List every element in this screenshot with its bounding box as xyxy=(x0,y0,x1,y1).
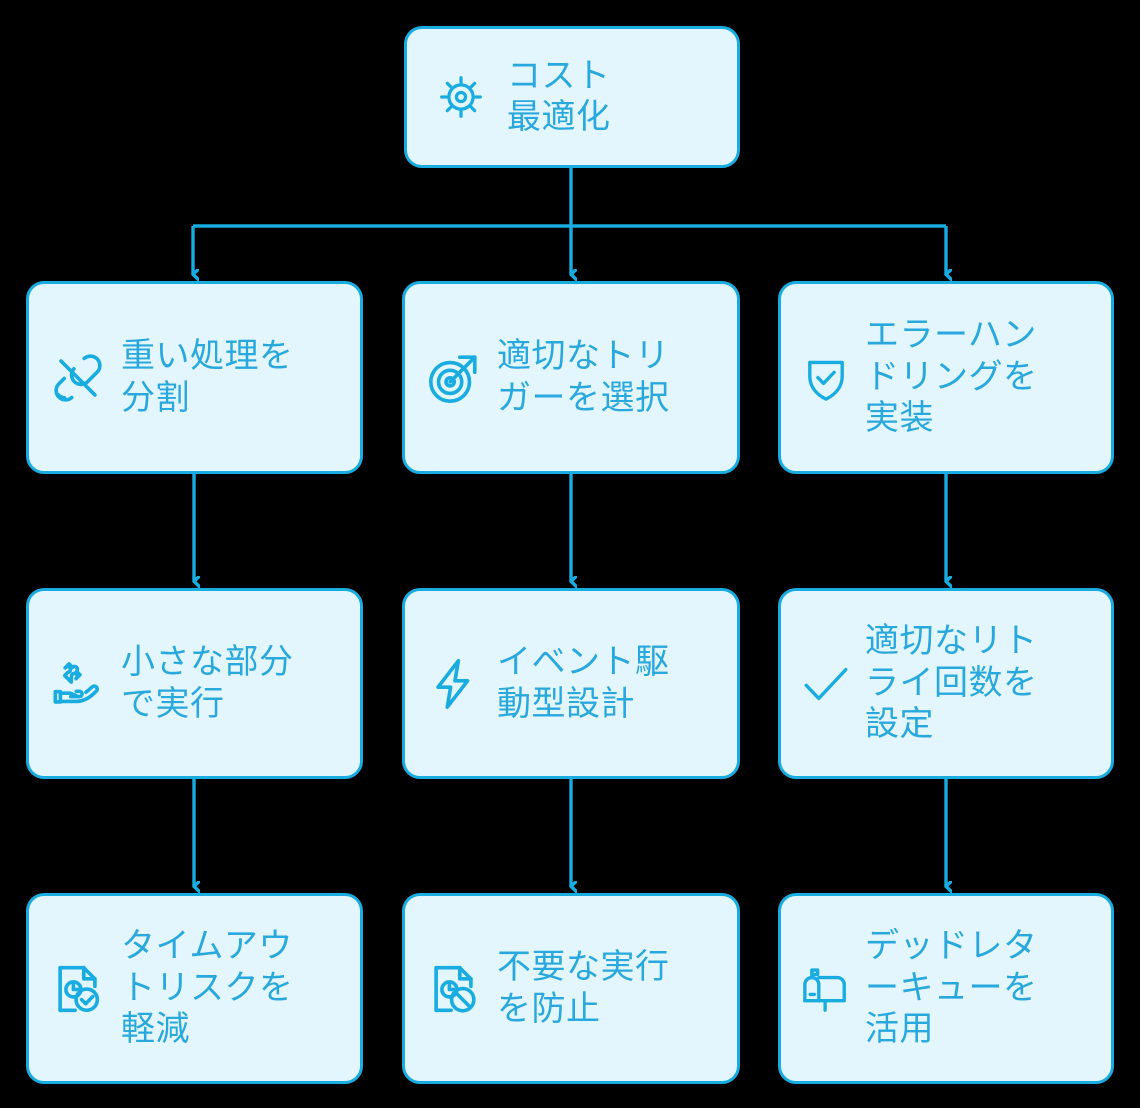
gear-sun-icon xyxy=(433,69,489,125)
node-label: 適切なリト ライ回数を 設定 xyxy=(865,621,1038,745)
node-c1r2[interactable]: 重い処理を 分割 xyxy=(26,281,363,474)
split-link-icon xyxy=(47,347,109,409)
node-label: イベント駆 動型設計 xyxy=(497,642,670,724)
node-c3r4[interactable]: デッドレタ ーキューを 活用 xyxy=(778,893,1114,1084)
checkmark-icon xyxy=(799,653,853,715)
target-arrow-icon xyxy=(423,347,485,409)
node-label: エラーハン ドリングを 実装 xyxy=(865,315,1038,439)
node-c1r4[interactable]: タイムアウ トリスクを 軽減 xyxy=(26,893,363,1084)
shield-check-icon xyxy=(799,347,853,409)
node-label: 不要な実行 を防止 xyxy=(497,947,670,1029)
node-label: 適切なトリ ガーを選択 xyxy=(497,336,670,418)
hand-puzzle-icon xyxy=(47,653,109,715)
node-root[interactable]: コスト 最適化 xyxy=(404,26,740,168)
lightning-bolt-icon xyxy=(423,653,485,715)
node-c2r4[interactable]: 不要な実行 を防止 xyxy=(402,893,740,1084)
node-label: 重い処理を 分割 xyxy=(121,336,294,418)
document-clock-check-icon xyxy=(47,958,109,1020)
node-c3r3[interactable]: 適切なリト ライ回数を 設定 xyxy=(778,588,1114,779)
mailbox-icon xyxy=(799,958,853,1020)
node-c3r2[interactable]: エラーハン ドリングを 実装 xyxy=(778,281,1114,474)
document-clock-block-icon xyxy=(423,958,485,1020)
node-c2r2[interactable]: 適切なトリ ガーを選択 xyxy=(402,281,740,474)
node-label: コスト 最適化 xyxy=(507,55,611,137)
node-c2r3[interactable]: イベント駆 動型設計 xyxy=(402,588,740,779)
edge-root-bus xyxy=(193,168,946,228)
node-label: デッドレタ ーキューを 活用 xyxy=(865,926,1038,1050)
node-c1r3[interactable]: 小さな部分 で実行 xyxy=(26,588,363,779)
node-label: 小さな部分 で実行 xyxy=(121,642,294,724)
node-label: タイムアウ トリスクを 軽減 xyxy=(121,926,294,1050)
